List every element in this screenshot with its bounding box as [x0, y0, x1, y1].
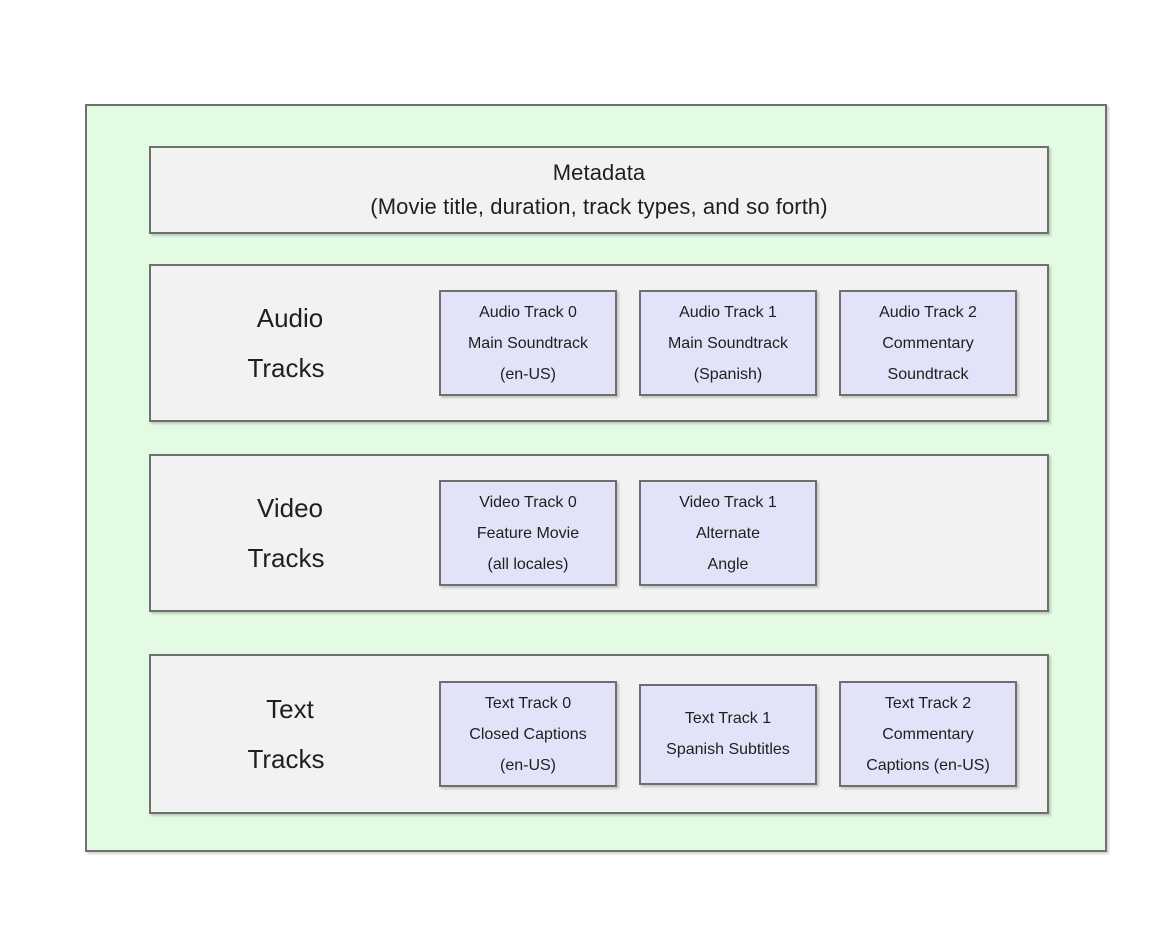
video-track-1[interactable]: Video Track 1 Alternate Angle: [639, 480, 817, 586]
track-line-3: Angle: [707, 555, 749, 573]
track-line-1: Text Track 2: [884, 694, 972, 712]
video-track-row: Video Track 0 Feature Movie (all locales…: [439, 456, 1031, 610]
track-line-2: Commentary: [882, 725, 974, 743]
track-line-1: Audio Track 1: [679, 303, 777, 321]
audio-track-2[interactable]: Audio Track 2 Commentary Soundtrack: [839, 290, 1017, 396]
video-tracks-label: Video Tracks: [171, 483, 401, 583]
track-line-1: Text Track 1: [684, 710, 772, 727]
metadata-panel: Metadata (Movie title, duration, track t…: [149, 146, 1049, 234]
track-line-3: (Spanish): [693, 365, 763, 383]
track-line-2: Feature Movie: [476, 524, 580, 542]
track-line-2: Main Soundtrack: [467, 334, 589, 352]
audio-track-1[interactable]: Audio Track 1 Main Soundtrack (Spanish): [639, 290, 817, 396]
track-line-2: Commentary: [882, 334, 974, 352]
track-line-3: Soundtrack: [887, 365, 969, 383]
metadata-title: Metadata: [552, 160, 646, 185]
track-line-2: Spanish Subtitles: [666, 741, 790, 758]
video-tracks-label-line1: Video: [256, 493, 324, 523]
track-line-1: Text Track 0: [484, 694, 572, 712]
track-line-3: (en-US): [499, 756, 556, 774]
video-tracks-group: Video Tracks Video Track 0 Feature Movie…: [149, 454, 1049, 612]
track-line-3: Captions (en-US): [866, 756, 990, 774]
audio-tracks-group: Audio Tracks Audio Track 0 Main Soundtra…: [149, 264, 1049, 422]
track-line-1: Video Track 1: [679, 493, 777, 511]
track-line-3: (en-US): [499, 365, 556, 383]
text-tracks-group: Text Tracks Text Track 0 Closed Captions…: [149, 654, 1049, 814]
track-line-1: Audio Track 0: [479, 303, 577, 321]
text-track-2[interactable]: Text Track 2 Commentary Captions (en-US): [839, 681, 1017, 787]
text-track-0[interactable]: Text Track 0 Closed Captions (en-US): [439, 681, 617, 787]
track-line-2: Alternate: [695, 524, 761, 542]
audio-tracks-label: Audio Tracks: [171, 293, 401, 393]
text-tracks-label-line1: Text: [266, 694, 314, 724]
audio-tracks-label-line2: Tracks: [247, 353, 325, 383]
audio-tracks-label-line1: Audio: [256, 303, 324, 333]
track-line-3: (all locales): [487, 555, 569, 573]
text-tracks-label: Text Tracks: [171, 684, 401, 784]
metadata-description: (Movie title, duration, track types, and…: [370, 194, 828, 219]
audio-track-row: Audio Track 0 Main Soundtrack (en-US) Au…: [439, 266, 1031, 420]
text-tracks-label-line2: Tracks: [247, 744, 325, 774]
text-track-row: Text Track 0 Closed Captions (en-US) Tex…: [439, 656, 1031, 812]
text-track-1[interactable]: Text Track 1 Spanish Subtitles: [639, 683, 817, 785]
video-tracks-label-line2: Tracks: [247, 543, 325, 573]
track-line-2: Main Soundtrack: [667, 334, 789, 352]
movie-container: Metadata (Movie title, duration, track t…: [85, 104, 1107, 852]
track-line-2: Closed Captions: [469, 725, 587, 743]
video-track-0[interactable]: Video Track 0 Feature Movie (all locales…: [439, 480, 617, 586]
audio-track-0[interactable]: Audio Track 0 Main Soundtrack (en-US): [439, 290, 617, 396]
track-line-1: Video Track 0: [479, 493, 577, 511]
track-line-1: Audio Track 2: [879, 303, 977, 321]
